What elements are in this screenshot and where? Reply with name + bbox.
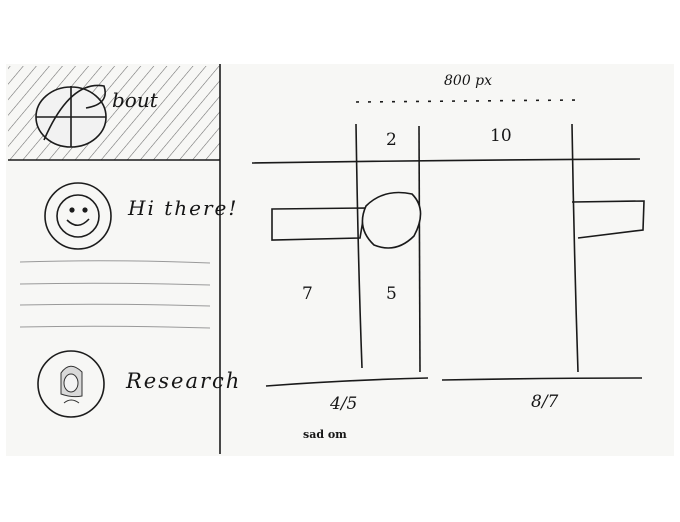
ratio-left: 4/5 [330, 394, 358, 414]
column-number-2: 2 [386, 130, 397, 150]
bottom-line-left [265, 377, 429, 387]
column-line-2 [418, 125, 421, 373]
column-line-3 [571, 123, 579, 373]
main-wireframe [251, 99, 645, 387]
sidebar [8, 64, 221, 454]
ratio-right: 8/7 [531, 392, 559, 412]
sidebar-item-label-about: bout [112, 88, 158, 112]
width-label: 800 px [444, 73, 493, 89]
left-bar [271, 207, 366, 241]
column-number-10: 10 [490, 126, 512, 146]
note-text: sad om [303, 428, 347, 441]
sidebar-item-label-hi-there: Hi there! [128, 196, 239, 220]
portrait-icon [37, 350, 105, 418]
sidebar-item-label-research: Research [126, 369, 242, 393]
smiley-icon [44, 182, 112, 250]
right-bar [571, 200, 645, 239]
bottom-line-right [441, 377, 643, 381]
width-dashed-line [355, 99, 579, 103]
column-line-1 [355, 123, 363, 369]
placeholder-lines [19, 260, 211, 329]
header-line [251, 158, 641, 164]
crossed-circle-icon [35, 84, 107, 148]
content-circle [361, 191, 422, 249]
row-number-7: 7 [302, 284, 313, 304]
row-number-5: 5 [386, 284, 397, 304]
